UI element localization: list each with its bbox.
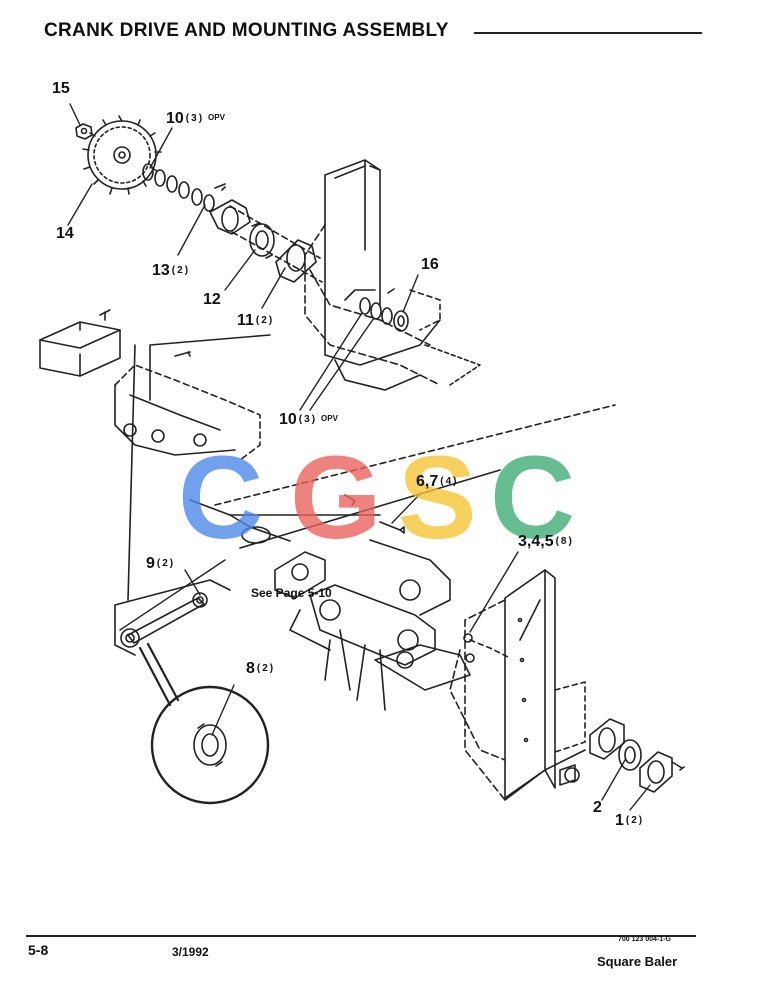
- footer-page-number: 5-8: [28, 942, 49, 958]
- callout-10-lower: 10(3)OPV: [279, 411, 338, 429]
- callout-qty: (3): [298, 414, 318, 425]
- callout-10-upper: 10(3)OPV: [166, 110, 225, 128]
- callout-6-7: 6,7(4): [416, 473, 458, 491]
- callout-number: 14: [56, 225, 74, 242]
- callout-number: 3,4,5: [518, 533, 554, 550]
- callout-12: 12: [203, 291, 221, 309]
- crank-links: [274, 539, 471, 711]
- callout-13: 13(2): [152, 262, 190, 280]
- callout-number: 11: [237, 312, 254, 329]
- callout-number: 8: [246, 660, 255, 677]
- callout-8: 8(2): [246, 660, 275, 678]
- watermark-letter-s: S: [398, 432, 477, 564]
- callout-number: 9: [146, 555, 155, 572]
- title-rule: [474, 32, 702, 34]
- callout-1: 1(2): [615, 812, 644, 830]
- callout-number: 12: [203, 291, 221, 308]
- callout-16: 16: [421, 256, 439, 274]
- upper-frame-upright: [304, 159, 481, 391]
- callout-number: 16: [421, 256, 439, 273]
- callout-14: 14: [56, 225, 74, 243]
- footer-product-name: Square Baler: [597, 954, 678, 969]
- callout-qty: (2): [256, 663, 276, 674]
- callout-number: 2: [593, 799, 602, 816]
- cgsc-watermark: C G S C: [178, 432, 575, 564]
- see-page-reference: See Page 5-10: [251, 586, 332, 600]
- callout-9: 9(2): [146, 555, 175, 573]
- upper-left-bracket: [39, 309, 271, 461]
- callout-number: 1: [615, 812, 624, 829]
- lower-right-frame: [449, 569, 586, 801]
- footer-date: 3/1992: [172, 945, 209, 959]
- flange-upper-left: [209, 199, 251, 235]
- callout-2: 2: [593, 799, 602, 817]
- callout-number: 15: [52, 80, 70, 97]
- callout-number: 6,7: [416, 473, 439, 490]
- watermark-letter-g: G: [290, 432, 382, 564]
- bearing-detail-view: [138, 642, 270, 805]
- callout-number: 10: [279, 411, 297, 428]
- connecting-rod: [114, 344, 231, 656]
- watermark-letter-c2: C: [490, 432, 575, 564]
- watermark-letter-c1: C: [178, 432, 263, 564]
- callout-qty: (8): [555, 536, 574, 547]
- page-title: CRANK DRIVE AND MOUNTING ASSEMBLY: [44, 20, 449, 41]
- callout-qty: (2): [625, 815, 645, 826]
- crank-shaft: [189, 404, 616, 549]
- callout-15: 15: [52, 80, 70, 98]
- callout-number: 10: [166, 110, 184, 127]
- collar-16: [393, 310, 409, 332]
- footer-document-code: 700 123 004-1-G: [618, 936, 671, 943]
- bearing-upper: [249, 222, 275, 259]
- callout-qty: (2): [171, 265, 191, 276]
- callout-qty: (4): [440, 476, 459, 487]
- callout-qty: (3): [185, 113, 205, 124]
- flange-lower-right: [639, 751, 673, 793]
- callout-note: OPV: [321, 414, 338, 423]
- sprocket: [82, 115, 162, 195]
- bearing-lower: [618, 739, 642, 771]
- callout-qty: (2): [255, 315, 275, 326]
- callout-11-upper: 11(2): [237, 312, 274, 330]
- callout-number: 13: [152, 262, 170, 279]
- leader-lines: [67, 103, 651, 811]
- sprocket-nut: [75, 123, 93, 140]
- callout-note: OPV: [208, 113, 225, 122]
- callout-3-4-5: 3,4,5(8): [518, 533, 574, 551]
- callout-qty: (2): [156, 558, 176, 569]
- footer-rule: [26, 935, 696, 937]
